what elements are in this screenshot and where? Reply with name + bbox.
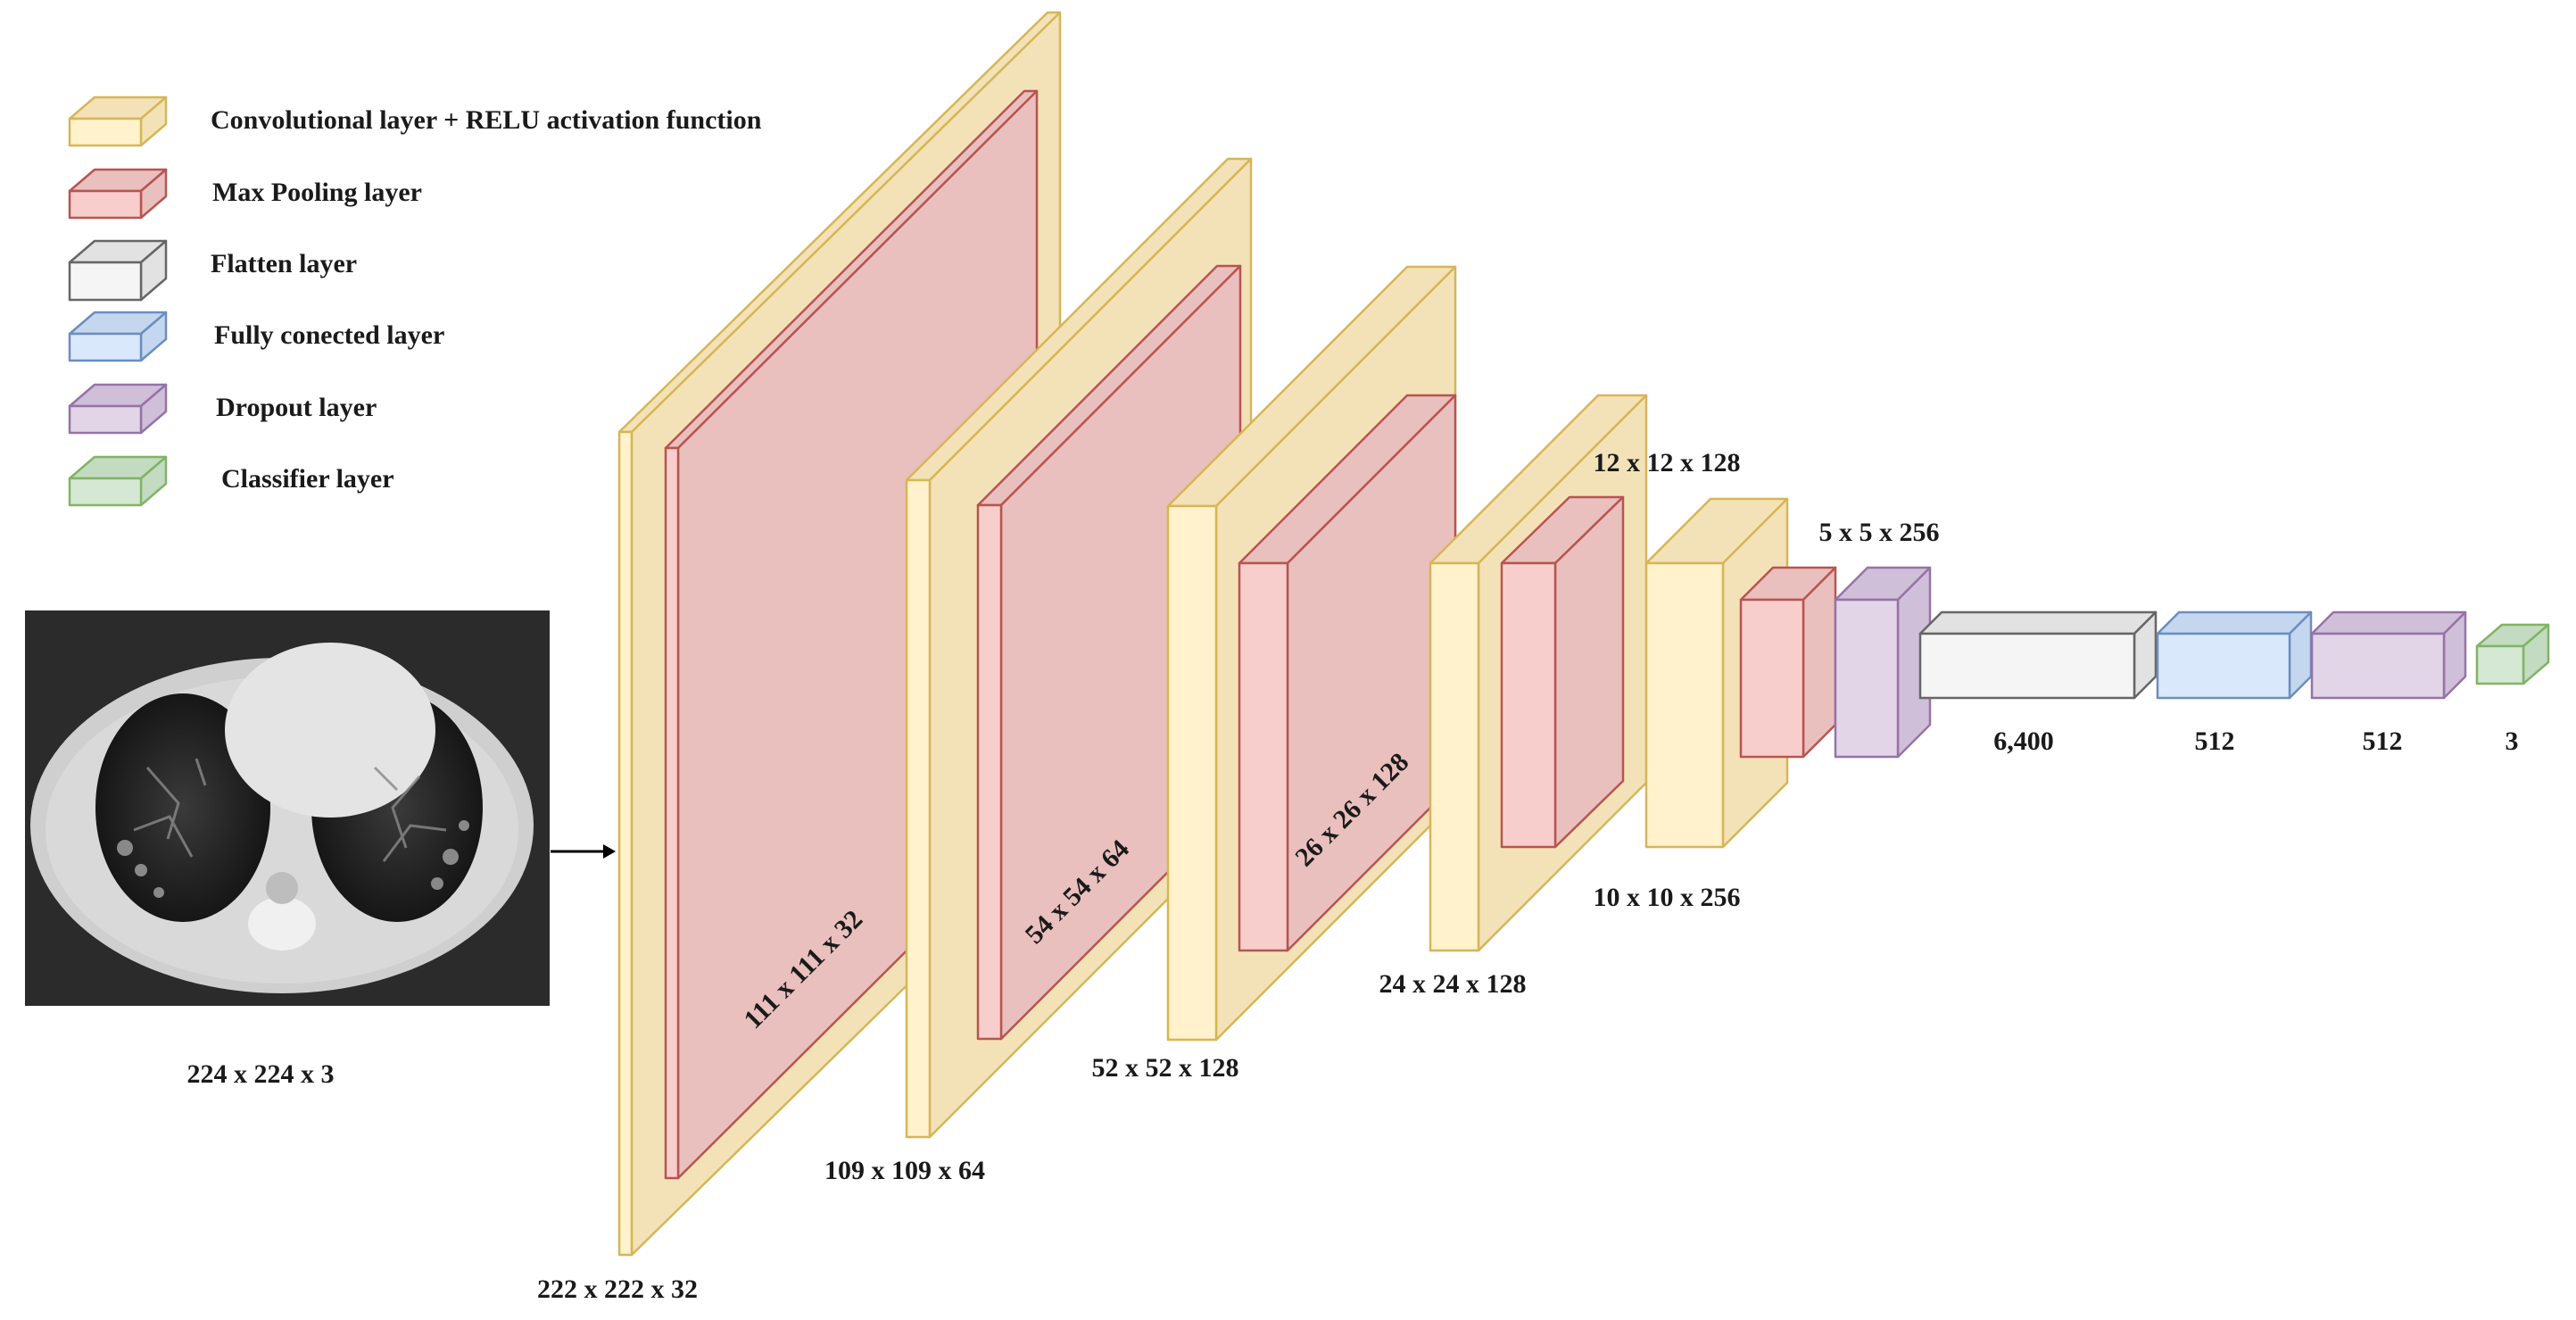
dense-block-top-face [2156,610,2313,635]
pool5-dim-label: 5 x 5 x 256 [1819,518,1940,547]
pool4-block-front-face [1500,561,1557,849]
dropout1-block [1834,566,1932,759]
input-dimension-label: 224 x 224 x 3 [187,1059,335,1089]
pool3-block-front-face [1238,561,1289,952]
legend-fc-label: Fully conected layer [214,320,444,350]
flatten-block-front-face [1918,632,2136,700]
legend-dropout-label: Dropout layer [216,393,377,422]
pool-legend-icon [68,168,168,220]
legend-conv-label: Convolutional layer + RELU activation fu… [211,105,762,135]
dropout-legend-icon [68,383,168,435]
conv-legend-icon [68,95,168,147]
pool2-block-front-face [976,503,1003,1041]
input-ct-image [25,610,550,1006]
input-arrow [551,844,616,859]
pool5-block [1739,566,1837,759]
flatten-block-top-face [1918,610,2158,635]
flatten-block [1918,610,2158,700]
pool1-block-front-face [664,446,680,1180]
conv5-block-front-face [1644,561,1725,849]
pool-legend-icon-front-face [68,189,143,220]
dropout-legend-icon-front-face [68,404,143,435]
pool3-block [1238,394,1457,952]
fc-legend-icon [68,311,168,362]
legend-item-dropout: Dropout layer [68,383,377,435]
dense-block [2156,610,2313,700]
conv2-dim-label: 109 x 109 x 64 [824,1156,985,1185]
pool5-block-side-face [1802,566,1837,759]
pool4-block [1500,495,1625,849]
conv4-dim-label: 24 x 24 x 128 [1379,969,1527,999]
conv2-block-front-face [905,478,932,1139]
classifier-dim-label: 3 [2506,726,2519,756]
conv1-block-front-face [617,430,634,1257]
legend-item-flatten: Flatten layer [68,239,357,302]
legend-item-fc: Fully conected layer [68,311,444,362]
dropout2-block-front-face [2310,632,2446,700]
dropout2-block [2310,610,2467,700]
classifier-block [2475,623,2550,685]
dropout2-dim-label: 512 [2363,726,2403,756]
legend-classifier-label: Classifier layer [221,464,394,494]
legend-item-pool: Max Pooling layer [68,168,422,220]
dense-dim-label: 512 [2195,726,2235,756]
conv5-dim-label: 10 x 10 x 256 [1594,883,1741,912]
legend-item-classifier: Classifier layer [68,455,394,507]
legend: Convolutional layer + RELU activation fu… [68,95,762,507]
conv3-block-front-face [1166,504,1218,1042]
legend-pool-label: Max Pooling layer [212,178,422,207]
legend-flatten-label: Flatten layer [211,249,357,278]
conv-legend-icon-front-face [68,117,143,147]
flatten-legend-icon [68,239,168,302]
dense-block-front-face [2156,632,2291,700]
conv1-dim-label: 222 x 222 x 32 [537,1274,698,1304]
conv3-dim-label: 52 x 52 x 128 [1092,1053,1239,1083]
conv4-block-front-face [1429,561,1480,952]
classifier-legend-icon-front-face [68,477,143,507]
flatten-legend-icon-front-face [68,261,143,302]
classifier-legend-icon [68,455,168,507]
dropout1-block-front-face [1834,598,1900,759]
flatten-dim-label: 6,400 [1993,726,2054,756]
fc-legend-icon-front-face [68,332,143,362]
legend-item-conv: Convolutional layer + RELU activation fu… [68,95,762,147]
pool4-dim-label: 12 x 12 x 128 [1594,448,1741,477]
classifier-block-front-face [2475,644,2525,685]
dropout2-block-top-face [2310,610,2467,635]
pool5-block-front-face [1739,598,1805,759]
